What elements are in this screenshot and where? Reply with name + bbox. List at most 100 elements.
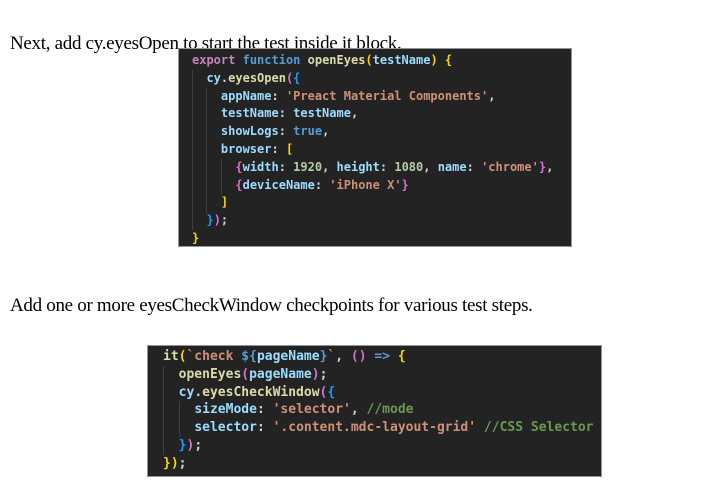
code-token-str: '.content.mdc-layout-grid' [272, 420, 477, 436]
code-token-b3: { [293, 70, 301, 85]
code-token-num: 1080 [394, 159, 424, 174]
code-token-pun: , [423, 159, 438, 174]
code-token-b2: ( [241, 366, 250, 382]
code-token-b3: { [327, 384, 336, 400]
code-token-pun [163, 367, 179, 382]
code-token-fn: openEyes [307, 53, 366, 67]
code-token-b1: ) [430, 53, 438, 67]
code-line: } [192, 230, 571, 246]
code-token-pun: ; [178, 455, 187, 471]
code-token-var: height [336, 159, 380, 174]
code-token-var: name [437, 159, 467, 174]
code-token-b3: } [178, 437, 187, 453]
indent-guide [221, 159, 222, 195]
code-token-pun: . [194, 384, 203, 400]
code-token-pun: , [322, 159, 337, 174]
code-token-pun [438, 53, 445, 67]
code-token-kw: function [242, 53, 301, 67]
code-token-cmt: //mode [366, 402, 414, 418]
instruction-paragraph-checkwindow: Add one or more eyesCheckWindow checkpoi… [10, 295, 533, 316]
code-line: browser: [ [192, 141, 571, 159]
code-token-b1: ) [170, 455, 179, 471]
code-token-pun [163, 438, 179, 453]
code-token-var: width [242, 159, 279, 174]
code-line: it(`check ${pageName}`, () => { [163, 348, 601, 366]
code-token-pun: : [256, 420, 273, 436]
code-line: ] [192, 194, 571, 212]
code-token-pun: ; [220, 213, 229, 228]
code-token-b1: } [192, 230, 200, 245]
code-token-str: `check [186, 349, 242, 364]
code-token-var: selector [194, 420, 257, 436]
code-token-num: 1920 [293, 159, 323, 174]
code-content: export function openEyes(testName) { cy.… [179, 49, 571, 246]
code-token-var: testName [220, 106, 279, 121]
code-token-pun: : [379, 159, 395, 174]
code-token-b2: ( [319, 384, 328, 400]
code-token-pun [235, 53, 242, 67]
code-token-kw: true [293, 124, 323, 139]
code-token-pun: , [546, 159, 554, 174]
code-token-pun [163, 402, 194, 417]
indent-guide [206, 88, 207, 213]
code-line: appName: 'Preact Material Components', [192, 88, 571, 106]
code-line: showLogs: true, [192, 123, 571, 141]
code-token-fn: eyesCheckWindow [202, 384, 320, 400]
code-token-var: testName [293, 106, 351, 121]
code-token-b2: ( [285, 70, 294, 85]
code-token-pun: : [278, 106, 294, 121]
code-token-var: browser [220, 141, 272, 156]
code-token-b2: ) [213, 213, 221, 228]
code-token-b2: ) [311, 366, 320, 382]
code-token-cmt: //CSS Selector [483, 420, 594, 436]
code-token-fn: it [163, 349, 179, 364]
code-token-var: cy [178, 384, 195, 400]
code-token-var: pageName [249, 366, 312, 382]
code-token-b2: { [235, 159, 243, 174]
code-token-b1: ( [178, 349, 187, 364]
code-token-pun: ; [194, 437, 203, 453]
code-token-pun [192, 106, 221, 120]
code-token-pun [476, 420, 484, 435]
code-token-b1: } [163, 455, 171, 471]
code-token-b2: } [538, 159, 547, 174]
code-line: openEyes(pageName); [163, 366, 601, 384]
code-token-pun [300, 53, 307, 67]
code-line: cy.eyesOpen({ [192, 70, 571, 88]
code-token-var: sizeMode [194, 402, 257, 418]
code-token-pun [163, 385, 179, 400]
code-line: export function openEyes(testName) { [192, 52, 571, 70]
code-token-b2: ) [186, 437, 195, 453]
code-token-b2: ) [358, 349, 367, 364]
code-token-var: deviceName [242, 177, 315, 192]
code-token-pun: , [335, 349, 351, 364]
code-token-fn: openEyes [178, 366, 242, 382]
code-token-pun: , [350, 106, 359, 121]
code-token-ctrl: export [192, 53, 236, 67]
code-token-pun [192, 71, 206, 85]
code-token-b3: } [206, 213, 214, 228]
code-line: }); [192, 212, 571, 230]
code-token-pun: , [322, 124, 330, 139]
indent-guide [179, 401, 180, 437]
code-screenshot-eyescheckwindow: it(`check ${pageName}`, () => { openEyes… [147, 345, 602, 477]
indent-guide [163, 366, 164, 455]
code-token-pun: , [350, 402, 367, 418]
indent-guide [192, 70, 193, 230]
code-token-b2: } [401, 177, 409, 192]
code-token-pun [192, 124, 221, 138]
code-line: selector: '.content.mdc-layout-grid' //C… [163, 419, 601, 437]
code-token-pun [192, 213, 206, 227]
code-token-fn: eyesOpen [228, 70, 286, 85]
code-token-kw: } [319, 349, 328, 364]
code-token-pun: : [271, 88, 286, 103]
code-token-b1: ( [365, 53, 373, 67]
code-screenshot-openeyes: export function openEyes(testName) { cy.… [178, 48, 572, 247]
code-token-pun: : [256, 402, 273, 418]
code-line: {width: 1920, height: 1080, name: 'chrom… [192, 159, 571, 177]
code-token-pun [192, 160, 235, 174]
code-token-b1: [ [285, 141, 294, 156]
code-token-b2: { [235, 177, 243, 192]
code-token-pun: ; [319, 366, 328, 382]
code-token-kw: ${ [241, 349, 257, 364]
